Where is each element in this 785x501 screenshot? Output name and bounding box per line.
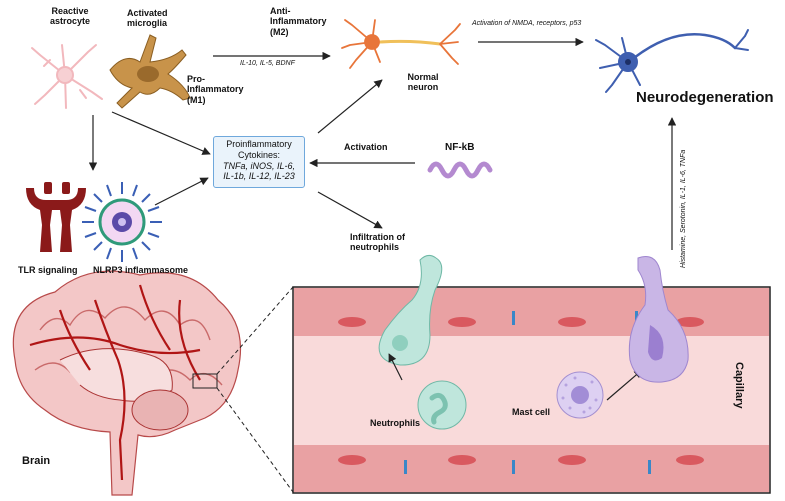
zoom-line-top (216, 286, 294, 375)
transmigrating-neutrophil-icon (378, 254, 443, 366)
activation-nmda-label: Activation of NMDA, receptors, p53 (472, 20, 582, 27)
anti-inflammatory-line1: Anti- (270, 6, 291, 16)
neutrophil-icon (417, 380, 467, 430)
anti-inflammatory-line3: (M2) (270, 26, 289, 37)
brain-label: Brain (22, 455, 51, 467)
pro-inflammatory-label: Pro- Inflammatory (M1) (187, 74, 244, 105)
activated-microglia-line1: Activated (127, 8, 168, 18)
activated-microglia-icon (109, 34, 191, 109)
normal-neuron-line2: neuron (407, 82, 439, 93)
reactive-astrocyte-line2: astrocyte (49, 16, 91, 27)
activated-microglia-line2: microglia (127, 18, 168, 29)
arrow-cytokines-to-infiltration (317, 191, 383, 229)
zoom-line-bottom (216, 387, 294, 493)
reactive-astrocyte-label: Reactive astrocyte (40, 6, 100, 27)
brain-icon (12, 270, 241, 496)
infiltration-label: Infiltration of neutrophils (350, 232, 405, 253)
infiltration-line2: neutrophils (350, 242, 399, 253)
normal-neuron-line1: Normal (407, 72, 439, 82)
arrow-nlrp3-to-cytokines (154, 177, 209, 206)
arrow-cytokines-to-neuron (317, 79, 383, 134)
m2-factors-label: IL-10, IL-5, BDNF (240, 60, 295, 67)
pro-inflammatory-line2: Inflammatory (187, 84, 244, 95)
arrow-astrocyte-to-cytokines (111, 111, 211, 155)
tlr-receptor-icon (26, 182, 86, 252)
capillary-label: Capillary (733, 362, 745, 409)
degenerating-neuron-icon (595, 29, 749, 93)
nlrp3-inflammasome-icon (82, 182, 162, 262)
arrow-mast-cell-degranulation (606, 369, 643, 401)
neurodegeneration-label: Neurodegeneration (636, 89, 774, 106)
cytokines-title-line2: Cytokines: (237, 149, 281, 160)
cytokines-list-line2: IL-1b, IL-12, IL-23 (223, 171, 295, 182)
mediators-label: Histamine, Serotonin, IL-1, IL-6, TNFa (680, 149, 687, 268)
anti-inflammatory-line2: Inflammatory (270, 16, 327, 27)
nfkb-helix-icon (427, 161, 493, 179)
mast-cell-label: Mast cell (512, 407, 551, 417)
nlrp3-label: NLRP3 inflammasome (93, 265, 189, 275)
arrow-neutrophil-migration (388, 353, 403, 381)
pro-inflammatory-line3: (M1) (187, 94, 206, 105)
infiltration-line1: Infiltration of (350, 232, 405, 242)
pro-inflammatory-line1: Pro- (187, 74, 205, 84)
nfkb-label: NF-kB (445, 142, 475, 153)
reactive-astrocyte-line1: Reactive (51, 6, 89, 16)
activated-microglia-label: Activated microglia (127, 8, 168, 29)
cytokines-list-line1: TNFa, iNOS, IL-6, (222, 160, 295, 171)
reactive-astrocyte-icon (31, 44, 103, 109)
cytokines-box: Proinflammatory Cytokines: TNFa, iNOS, I… (213, 136, 305, 188)
tlr-signaling-label: TLR signaling (18, 265, 78, 275)
normal-neuron-label: Normal neuron (398, 72, 448, 93)
neutrophils-label: Neutrophils (370, 418, 421, 428)
activation-label: Activation (344, 142, 388, 152)
anti-inflammatory-label: Anti- Inflammatory (M2) (270, 6, 327, 37)
mast-cell-icon (556, 371, 604, 419)
normal-neuron-icon (341, 19, 461, 69)
degranulating-mast-cell-icon (628, 256, 689, 383)
capillary-panel (292, 286, 771, 494)
cytokines-title-line1: Proinflammatory (226, 139, 292, 149)
